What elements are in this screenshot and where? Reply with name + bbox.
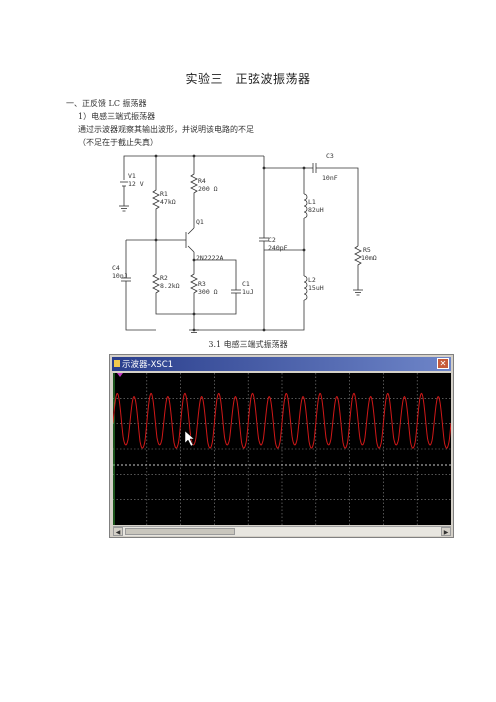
r2-label: R2	[160, 274, 168, 282]
c3-value: 10nF	[322, 174, 338, 182]
c4-value: 10nJ	[112, 272, 128, 280]
l1-label: L1	[308, 198, 316, 206]
q1-model: 2N2222A	[196, 254, 223, 262]
r1-label: R1	[160, 190, 168, 198]
r1-value: 47kΩ	[160, 198, 176, 206]
waveform-display	[112, 373, 452, 525]
l1-value: 82uH	[308, 206, 324, 214]
app-icon	[114, 360, 120, 367]
c1-label: C1	[242, 280, 250, 288]
r3-label: R3	[198, 280, 206, 288]
l2-value: 15uH	[308, 284, 324, 292]
scroll-left-icon[interactable]: ◀	[113, 527, 123, 536]
l2-label: L2	[308, 276, 316, 284]
r4-label: R4	[198, 177, 206, 185]
section-heading: 一、正反馈 LC 振荡器	[66, 99, 147, 108]
v1-label: V1	[128, 172, 136, 180]
subsection-heading: 1）电感三端式振荡器	[78, 112, 156, 121]
figure-caption: 3.1 电感三端式振荡器	[208, 340, 288, 349]
window-titlebar[interactable]: 示波器-XSC1 ✕	[112, 357, 451, 371]
c2-value: 240pF	[268, 244, 288, 252]
scope-grid	[113, 373, 451, 525]
mouse-cursor-icon	[184, 430, 195, 447]
v1-value: 12 V	[128, 180, 144, 188]
r5-label: R5	[363, 246, 371, 254]
r3-value: 300 Ω	[198, 288, 218, 296]
c3-label: C3	[326, 152, 334, 160]
c1-value: 1uJ	[242, 288, 254, 296]
q1-label: Q1	[196, 218, 204, 226]
r2-value: 8.2kΩ	[160, 282, 180, 290]
page-title: 实验三 正弦波振荡器	[185, 72, 311, 86]
circuit-schematic: V1 12 V R1 47kΩ R4 200 Ω Q1 2N2222A C4 1…	[112, 152, 377, 333]
c4-label: C4	[112, 264, 120, 272]
instruction-text: 通过示波器观察其输出波形，并说明该电路的不足	[78, 125, 254, 134]
r5-value: 10mΩ	[361, 254, 377, 262]
r4-value: 200 Ω	[198, 185, 218, 193]
window-title: 示波器-XSC1	[122, 360, 174, 370]
scroll-right-icon[interactable]: ▶	[441, 527, 451, 536]
scroll-thumb[interactable]	[125, 528, 235, 535]
c2-label: C2	[268, 236, 276, 244]
oscilloscope-screen[interactable]	[112, 373, 452, 525]
trigger-marker-icon	[117, 373, 123, 377]
output-waveform	[112, 392, 452, 449]
answer-text: （不足在于截止失真）	[78, 138, 158, 147]
oscilloscope-window: 示波器-XSC1 ✕ ◀ ▶	[109, 354, 454, 538]
close-button[interactable]: ✕	[437, 358, 449, 369]
horizontal-scrollbar[interactable]: ◀ ▶	[113, 526, 451, 536]
